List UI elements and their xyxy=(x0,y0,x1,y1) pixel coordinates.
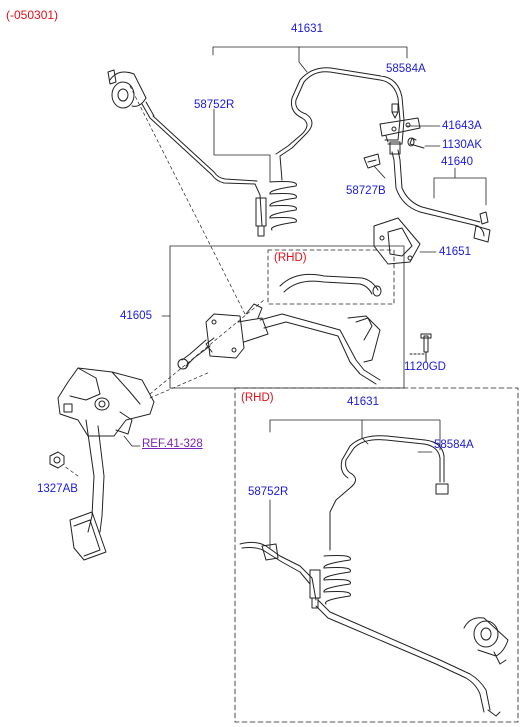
hose-41640 xyxy=(389,141,491,243)
label-41651: 41651 xyxy=(439,246,471,258)
label-41640: 41640 xyxy=(441,156,473,168)
hydraulic-line-lower xyxy=(239,435,491,713)
rhd-hose-inner xyxy=(279,273,382,297)
dashed-connection-lines xyxy=(63,85,265,477)
nut-1327ab xyxy=(49,451,65,469)
label-41643a: 41643A xyxy=(442,120,482,132)
bolt-1130ak xyxy=(407,137,425,149)
coil-spring-lower xyxy=(309,555,351,609)
label-58727b: 58727B xyxy=(346,185,386,197)
rhd-inner-dashed-box xyxy=(267,249,395,305)
bolt-1120gd xyxy=(409,333,432,363)
hydraulic-line-upper xyxy=(149,67,405,227)
clutch-pedal-assembly xyxy=(57,367,155,561)
coil-spring-upper xyxy=(255,181,297,237)
label-rhd-inner: (RHD) xyxy=(274,252,307,264)
rhd-dashed-box xyxy=(234,387,519,723)
leader-lines-upper xyxy=(212,46,487,253)
clip-58727b xyxy=(363,153,381,169)
master-cylinder xyxy=(177,303,381,385)
label-41605: 41605 xyxy=(120,310,152,322)
label-58752r-bottom: 58752R xyxy=(248,486,289,498)
label-rhd-box: (RHD) xyxy=(241,392,274,404)
bracket-41643a xyxy=(379,117,421,143)
ref-link[interactable]: REF.41-328 xyxy=(142,438,203,450)
label-41631-top: 41631 xyxy=(291,23,323,35)
label-1120gd: 1120GD xyxy=(404,361,446,373)
label-1130ak: 1130AK xyxy=(442,139,483,151)
release-bearing-lower xyxy=(463,617,509,717)
ref-leader xyxy=(123,435,141,447)
label-58584a-bottom: 58584A xyxy=(434,439,474,451)
label-1327ab: 1327AB xyxy=(37,483,78,495)
label-41631-bottom: 41631 xyxy=(347,396,379,408)
label-58584a-top: 58584A xyxy=(386,63,426,75)
release-bearing-upper xyxy=(107,69,155,119)
label-58752r-top: 58752R xyxy=(194,99,235,111)
grommet-plate-41651 xyxy=(373,217,421,265)
header-code: (-050301) xyxy=(6,8,59,22)
